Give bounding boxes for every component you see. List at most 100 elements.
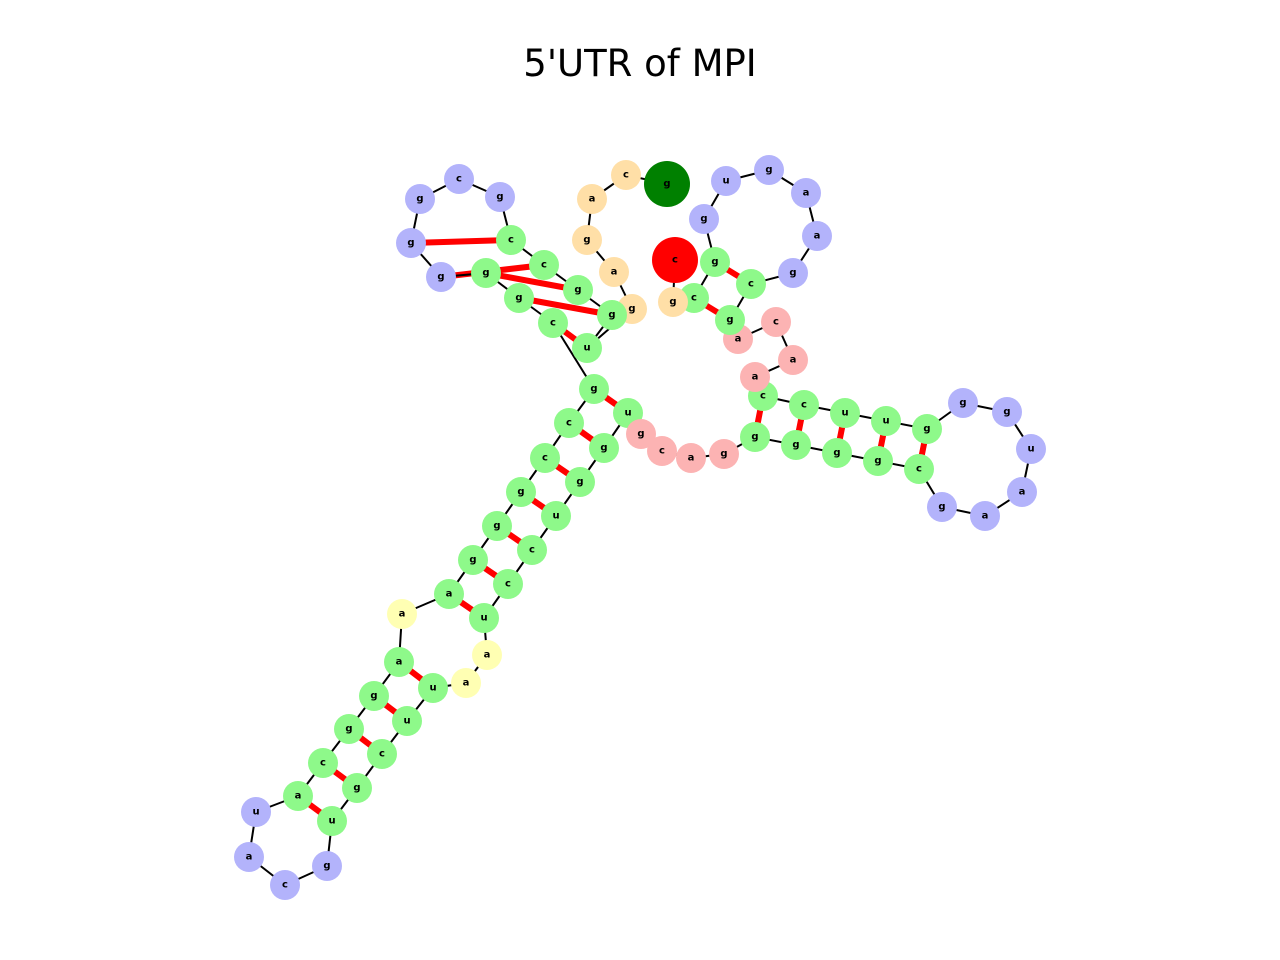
base-pair-bond (410, 237, 512, 246)
nucleotide-label: a (589, 194, 596, 205)
nucleotide-circle (789, 390, 819, 420)
nucleotide-59: c (904, 454, 934, 484)
nucleotide-circle (312, 851, 342, 881)
nucleotide-25: g (458, 545, 488, 575)
nucleotide-circle (577, 184, 607, 214)
nucleotide-51: g (626, 419, 656, 449)
nucleotide-label: g (923, 424, 930, 435)
nucleotide-circle (992, 397, 1022, 427)
nucleotide-label: u (1027, 444, 1034, 455)
nucleotide-77: g (778, 258, 808, 288)
nucleotide-circle (863, 446, 893, 476)
nucleotide-64: g (992, 397, 1022, 427)
nucleotide-10: c (529, 250, 559, 280)
nucleotide-circle (711, 166, 741, 196)
nucleotide-28: a (384, 647, 414, 677)
nucleotide-circle (482, 511, 512, 541)
nucleotide-label: a (463, 678, 470, 689)
nucleotide-circle (1007, 477, 1037, 507)
nucleotide-label: g (407, 238, 414, 249)
nucleotide-circle (472, 640, 502, 670)
nucleotide-label: c (691, 293, 697, 304)
nucleotide-circle (599, 257, 629, 287)
nucleotide-circle (658, 287, 688, 317)
nucleotide-29: g (359, 681, 389, 711)
nucleotide-67: u (871, 406, 901, 436)
nucleotide-label: u (583, 343, 590, 354)
nucleotide-label: g (437, 272, 444, 283)
nucleotide-20: g (579, 374, 609, 404)
nucleotide-label: a (735, 334, 742, 345)
nucleotide-49: g (589, 433, 619, 463)
nucleotide-label: g (590, 384, 597, 395)
nucleotide-83: g (700, 247, 730, 277)
nucleotide-33: u (241, 797, 271, 827)
nucleotide-circle (761, 307, 791, 337)
nucleotide-label: g (1003, 407, 1010, 418)
nucleotide-81: u (711, 166, 741, 196)
nucleotide-label: g (765, 165, 772, 176)
nucleotide-73: c (761, 307, 791, 337)
nucleotide-circle (554, 408, 584, 438)
nucleotide-22: c (530, 443, 560, 473)
nucleotide-circle (802, 221, 832, 251)
nucleotide-56: g (781, 430, 811, 460)
nucleotide-circle (970, 501, 1000, 531)
figure-title: 5'UTR of MPI (523, 42, 757, 85)
base-pair-bond (485, 270, 579, 293)
nucleotide-circle (529, 250, 559, 280)
nucleotide-circle (644, 161, 690, 207)
nucleotide-label: a (484, 650, 491, 661)
nucleotide-19: c (538, 308, 568, 338)
nucleotide-circle (781, 430, 811, 460)
nucleotide-circle (342, 773, 372, 803)
nucleotide-26: a (434, 579, 464, 609)
nucleotide-label: g (669, 297, 676, 308)
nucleotide-57: g (822, 438, 852, 468)
nucleotide-circle (496, 225, 526, 255)
nucleotide-label: c (550, 318, 556, 329)
nucleotide-circle (317, 806, 347, 836)
nucleotide-circle (871, 406, 901, 436)
nucleotide-78: a (802, 221, 832, 251)
nucleotide-label: u (882, 416, 889, 427)
nucleotide-label: g (517, 487, 524, 498)
nucleotide-circle (506, 477, 536, 507)
nucleotide-85: g (658, 287, 688, 317)
nucleotide-circle (384, 647, 414, 677)
nucleotide-label: u (429, 683, 436, 694)
nucleotide-circle (234, 842, 264, 872)
nucleotide-circle (444, 164, 474, 194)
nucleotide-68: u (830, 398, 860, 428)
nucleotide-8: g (597, 300, 627, 330)
nucleotide-label: g (789, 268, 796, 279)
nucleotide-circle (334, 714, 364, 744)
nucleotide-label: c (801, 400, 807, 411)
nucleotide-circle (830, 398, 860, 428)
nucleotide-label: u (328, 816, 335, 827)
nucleotide-label: g (416, 194, 423, 205)
nucleotide-label: g (345, 724, 352, 735)
nucleotide-48: g (565, 467, 595, 497)
nucleotide-label: g (482, 268, 489, 279)
nucleotide-65: g (948, 388, 978, 418)
nucleotide-24: g (482, 511, 512, 541)
nucleotide-circle (270, 870, 300, 900)
nucleotide-label: u (624, 408, 631, 419)
nucleotide-circle (597, 300, 627, 330)
nucleotide-label: c (542, 453, 548, 464)
nucleotide-circle (504, 283, 534, 313)
nucleotide-13: c (444, 164, 474, 194)
nucleotide-label: g (583, 235, 590, 246)
nucleotide-71: a (740, 362, 770, 392)
nucleotide-32: a (283, 781, 313, 811)
nucleotide-label: a (446, 589, 453, 600)
nucleotide-16: g (426, 262, 456, 292)
nucleotide-14: g (405, 184, 435, 214)
nucleotide-43: a (472, 640, 502, 670)
nucleotide-label: c (508, 235, 514, 246)
nucleotide-circle (904, 454, 934, 484)
nucleotide-label: c (320, 758, 326, 769)
nucleotide-label: g (792, 440, 799, 451)
